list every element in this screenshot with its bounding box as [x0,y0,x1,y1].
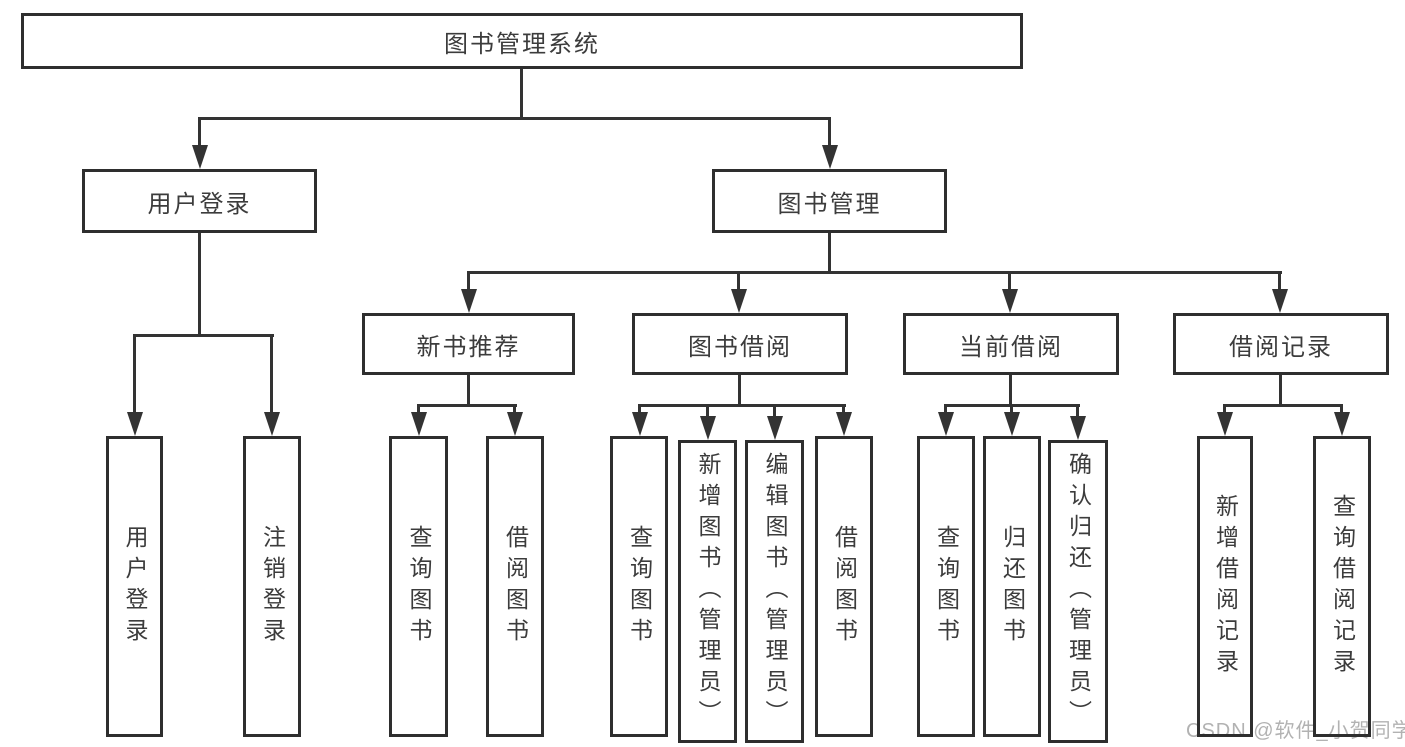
arrowhead-to-borrow-records [1278,273,1281,289]
leaf-newbook-query-books-label: 查询图书 [406,524,432,649]
leaf-current-return-books: 归还图书 [983,436,1041,737]
connector-newbook-drop [467,375,470,406]
node-new-book-recommend-label: 新书推荐 [416,333,521,361]
leaf-user-login: 用户登录 [106,436,163,737]
leaf-borrow-borrow-books-label: 借阅图书 [831,524,858,649]
arrowhead-to-current-borrow [1008,273,1011,289]
leaf-borrow-query-books: 查询图书 [610,436,668,737]
node-borrow-records-label: 借阅记录 [1229,333,1333,361]
leaf-borrow-borrow-books: 借阅图书 [815,436,873,737]
arrowhead-to-user-login [198,119,201,145]
arrowhead-borrow-borrow [842,406,845,412]
node-book-borrow-label: 图书借阅 [688,333,792,361]
arrowhead-to-book-borrow [737,273,740,289]
connector-records-drop [1279,375,1282,406]
connector-newbook-bar [417,404,517,407]
connector-management-bar [467,271,1282,274]
connector-root-bar [198,117,831,120]
leaf-user-login-label: 用户登录 [122,524,148,649]
leaf-current-confirm-return-admin: 确认归还（管理员） [1048,440,1108,743]
leaf-records-add-record: 新增借阅记录 [1197,436,1253,737]
node-user-login-label: 用户登录 [147,190,252,218]
arrowhead-records-query [1340,406,1343,412]
leaf-records-query-record-label: 查询借阅记录 [1329,493,1356,680]
leaf-borrow-edit-books-admin-label: 编辑图书（管理员） [762,452,788,731]
connector-current-drop [1009,375,1012,406]
arrowhead-records-add [1223,406,1226,412]
node-current-borrow-label: 当前借阅 [959,333,1063,361]
node-borrow-records: 借阅记录 [1173,313,1389,375]
connector-management-drop [828,233,831,273]
connector-borrow-bar [638,404,846,407]
node-root-label: 图书管理系统 [444,30,600,58]
node-root-system: 图书管理系统 [21,13,1023,69]
arrowhead-current-confirm [1076,406,1079,416]
node-book-management-label: 图书管理 [777,190,882,218]
leaf-borrow-edit-books-admin: 编辑图书（管理员） [745,440,804,743]
leaf-current-query-books-label: 查询图书 [933,524,960,649]
arrowhead-current-query [944,406,947,412]
node-current-borrow: 当前借阅 [903,313,1119,375]
connector-root-drop [520,69,523,118]
arrowhead-borrow-add [706,406,709,416]
connector-login-bar [133,334,274,337]
arrowhead-newbook-borrow [513,406,516,412]
leaf-newbook-query-books: 查询图书 [389,436,448,737]
node-book-borrow: 图书借阅 [632,313,848,375]
arrowhead-borrow-edit [773,406,776,416]
leaf-logout: 注销登录 [243,436,301,737]
node-user-login: 用户登录 [82,169,317,233]
node-book-management: 图书管理 [712,169,947,233]
arrowhead-to-leaf-user-login [133,336,136,412]
arrowhead-to-leaf-logout [270,336,273,412]
leaf-current-return-books-label: 归还图书 [999,524,1026,649]
leaf-records-add-record-label: 新增借阅记录 [1212,493,1239,680]
arrowhead-to-book-management [828,119,831,145]
leaf-current-query-books: 查询图书 [917,436,975,737]
arrowhead-current-return [1010,406,1013,412]
leaf-borrow-query-books-label: 查询图书 [626,524,653,649]
connector-records-bar [1223,404,1343,407]
connector-borrow-drop [738,375,741,406]
leaf-newbook-borrow-books: 借阅图书 [486,436,544,737]
leaf-borrow-add-books-admin-label: 新增图书（管理员） [695,452,721,731]
leaf-current-confirm-return-admin-label: 确认归还（管理员） [1065,452,1092,731]
arrowhead-borrow-query [638,406,641,412]
arrowhead-to-new-book-recommend [467,273,470,289]
arrowhead-newbook-query [417,406,420,412]
leaf-borrow-add-books-admin: 新增图书（管理员） [678,440,737,743]
leaf-newbook-borrow-books-label: 借阅图书 [502,524,529,649]
connector-login-drop [198,233,201,336]
leaf-logout-label: 注销登录 [259,524,286,649]
node-new-book-recommend: 新书推荐 [362,313,575,375]
leaf-records-query-record: 查询借阅记录 [1313,436,1371,737]
